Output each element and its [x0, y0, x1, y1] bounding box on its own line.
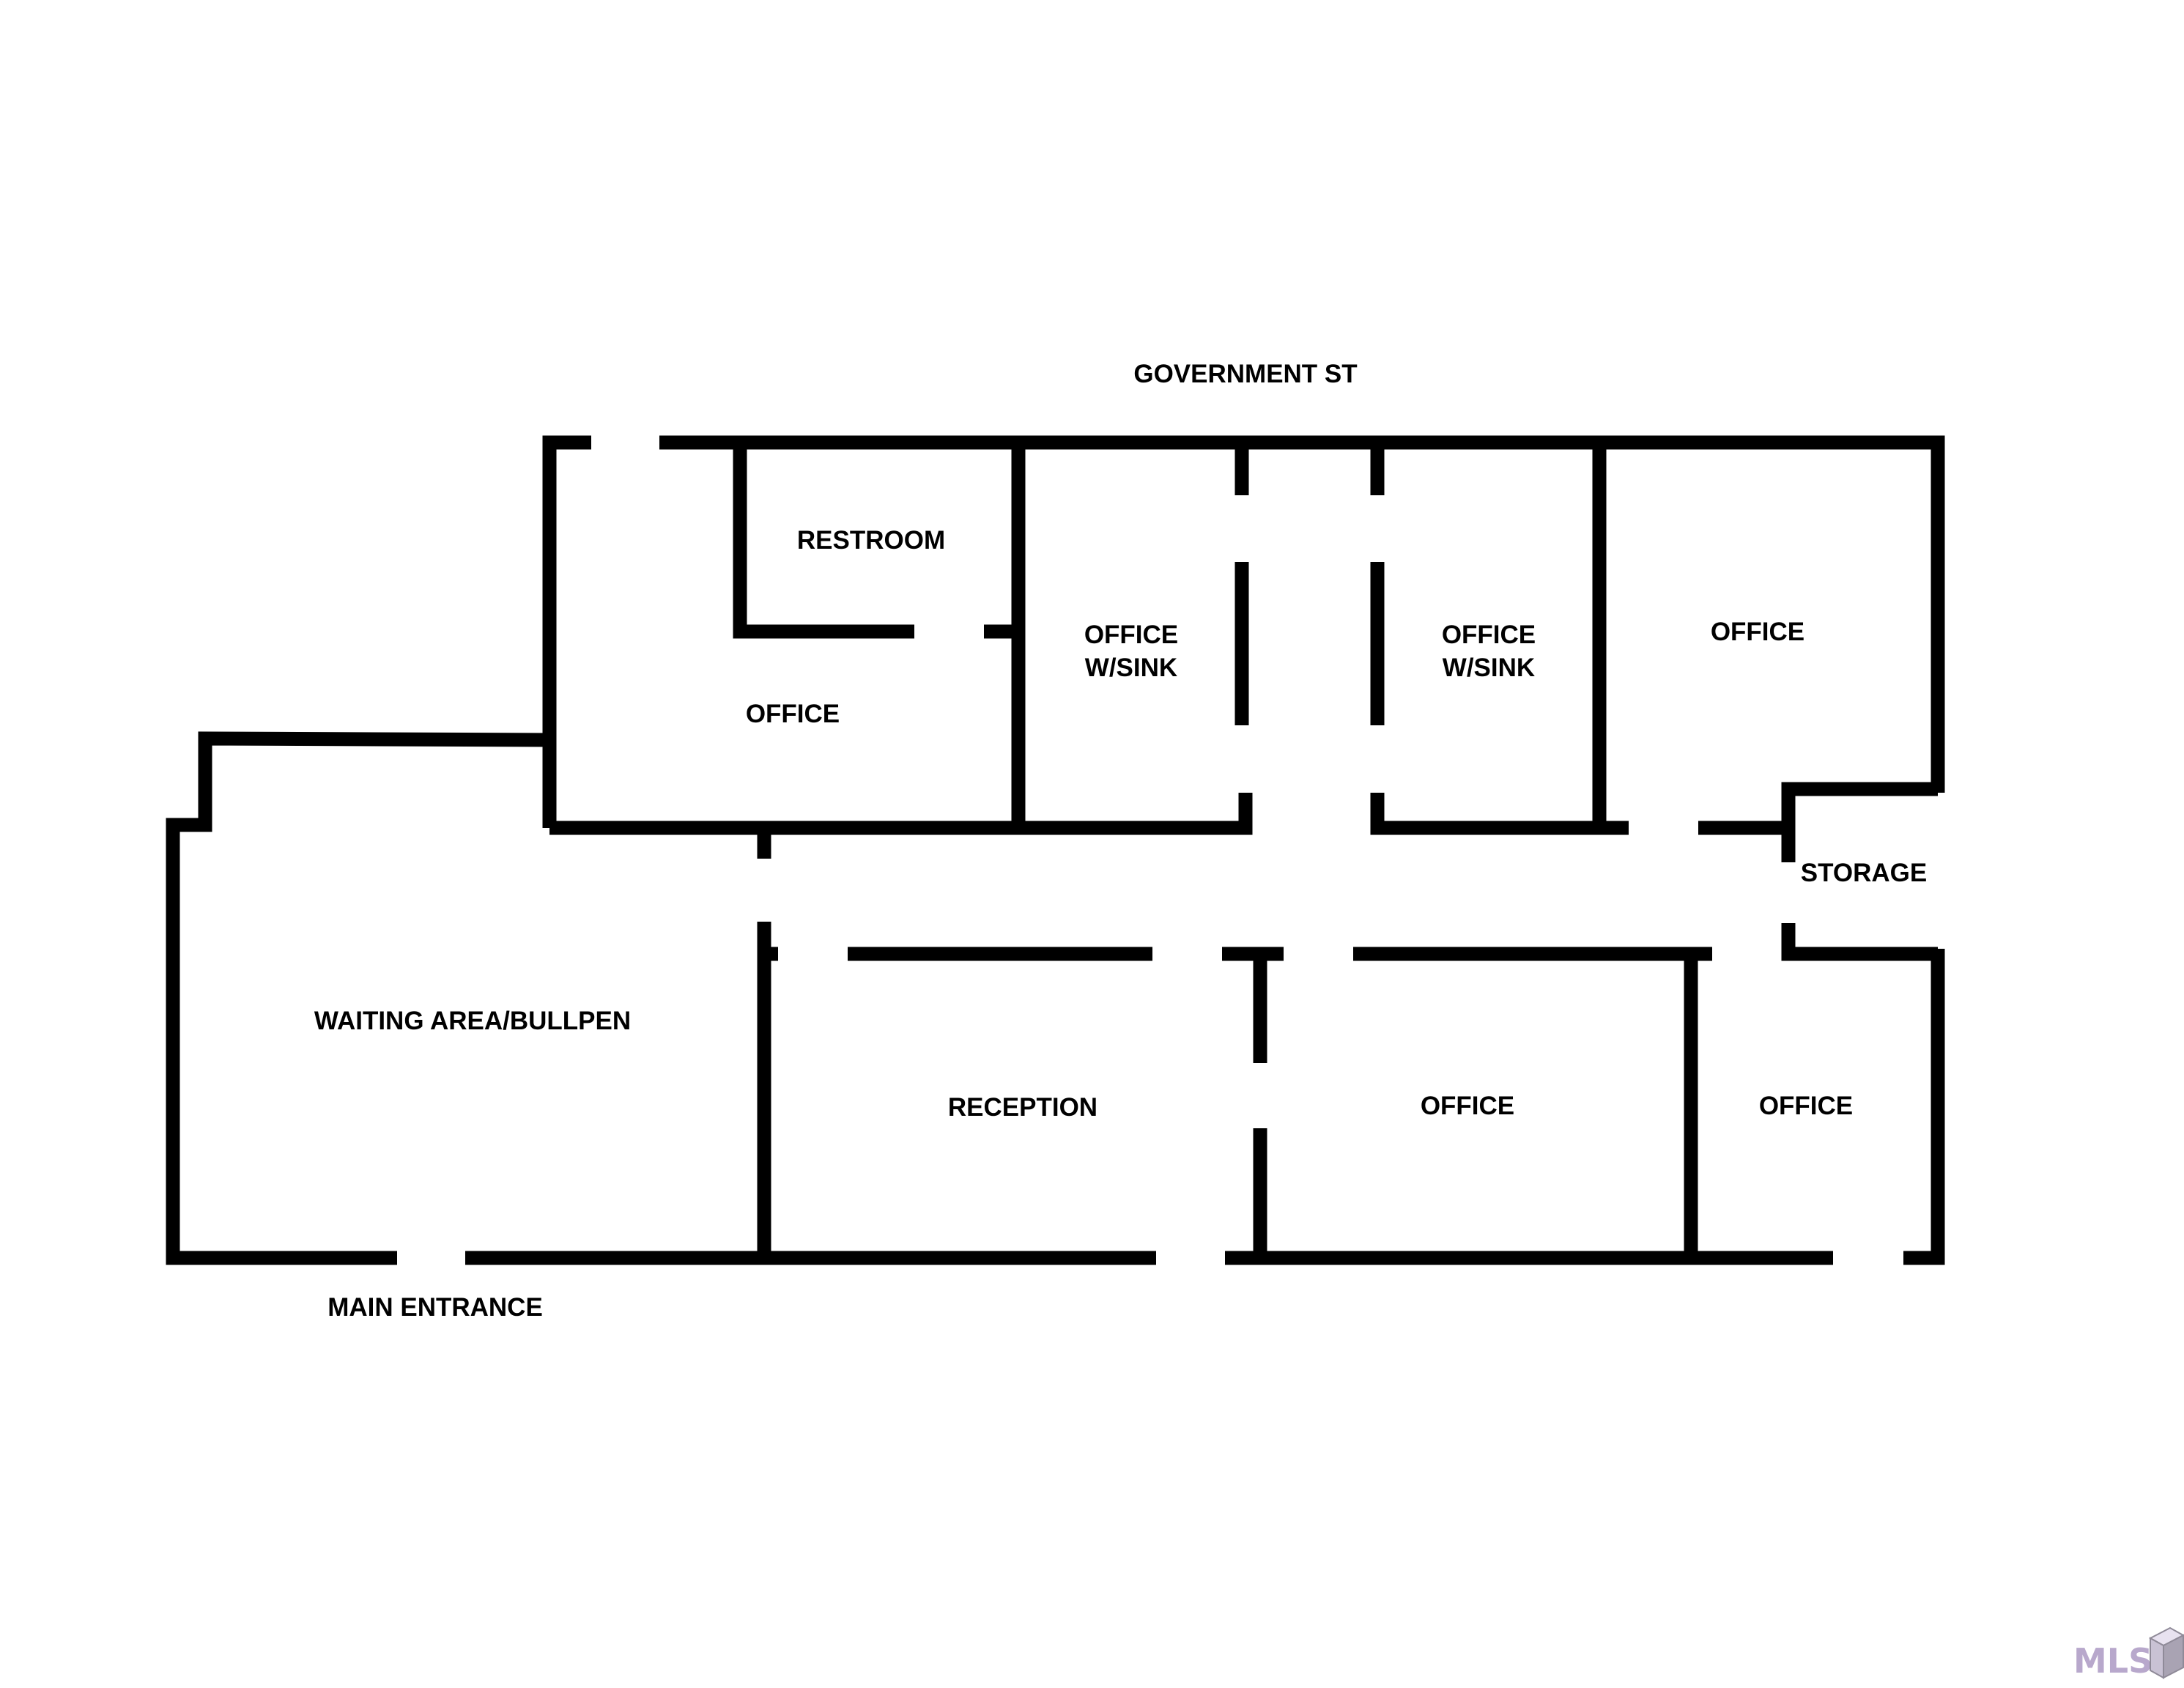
office-sink-2-label-line1: OFFICE [1442, 621, 1536, 649]
office-bottom-right-label: OFFICE [1759, 1092, 1853, 1120]
wall-storage-bottom [1781, 923, 1938, 961]
wall-storage-top [1698, 782, 1938, 835]
mls-watermark: MLS [2073, 1626, 2184, 1681]
restroom-label: RESTROOM [797, 526, 945, 555]
main-entrance-label: MAIN ENTRANCE [327, 1293, 543, 1322]
wall-top-exterior-left [542, 435, 591, 828]
street-label: GOVERNMENT ST [1133, 360, 1357, 388]
office-sink-1-label-line2: W/SINK [1085, 654, 1177, 682]
mls-logo-text: MLS [2073, 1641, 2152, 1681]
office-bottom-middle-label: OFFICE [1421, 1092, 1514, 1120]
cube-icon [2148, 1626, 2184, 1679]
reception-label: RECEPTION [948, 1093, 1097, 1122]
walls [166, 435, 1945, 1265]
waiting-area-label: WAITING AREA/BULLPEN [314, 1007, 631, 1035]
office-sink-1-label-line1: OFFICE [1084, 621, 1178, 649]
office-sink-2-label-line2: W/SINK [1443, 654, 1535, 682]
office-top-right-label: OFFICE [1711, 618, 1804, 646]
labels: GOVERNMENT ST RESTROOM OFFICE OFFICE W/S… [314, 360, 1927, 1322]
wall-upper-corridor-left [549, 793, 1253, 835]
wall-left-annex [166, 731, 550, 1265]
wall-top-exterior [659, 435, 1945, 793]
wall-restroom [733, 443, 914, 639]
storage-label: STORAGE [1801, 859, 1927, 887]
wall-bottom-right-corner [1903, 949, 1945, 1265]
wall-upper-corridor-mid [1370, 793, 1629, 835]
office-top-left-label: OFFICE [746, 700, 840, 728]
